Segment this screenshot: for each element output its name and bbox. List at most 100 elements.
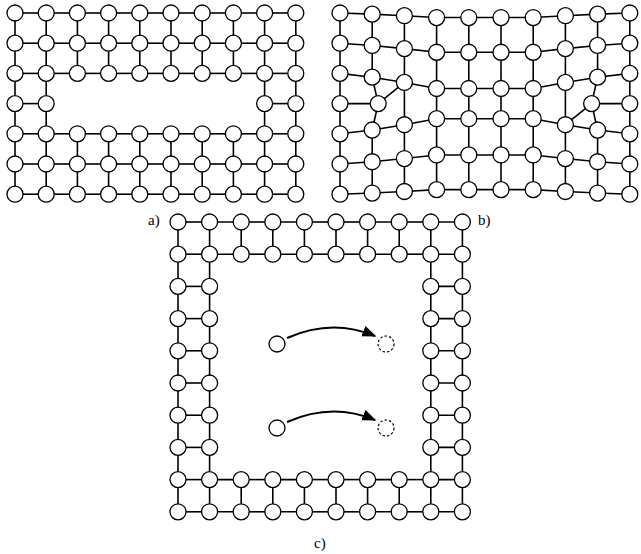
atom-circle [525, 81, 541, 97]
atom-circle [225, 186, 241, 202]
atom-circle [370, 96, 386, 112]
atom-circle [454, 439, 470, 455]
atom-circle [202, 214, 218, 230]
atom-circle [622, 96, 638, 112]
atom-circle [364, 154, 380, 170]
atom-circle [364, 69, 380, 85]
atom-circle [429, 81, 445, 97]
atom-circle [328, 472, 344, 488]
motion-arrow [287, 327, 375, 338]
atom-circle [163, 156, 179, 172]
atom-circle [454, 472, 470, 488]
atom-circle [423, 311, 439, 327]
atom-circle [38, 35, 54, 51]
atom-circle [454, 311, 470, 327]
atom-circle [38, 96, 54, 112]
atom-circle [391, 246, 407, 262]
atom-circle [225, 65, 241, 81]
atom-circle [163, 126, 179, 142]
atom-circle [69, 156, 85, 172]
atom-circle [364, 185, 380, 201]
atom-circle [101, 186, 117, 202]
atom-circle [132, 126, 148, 142]
atom-circle [38, 156, 54, 172]
target-site [378, 336, 394, 352]
atom-circle [265, 472, 281, 488]
atom-circle [163, 35, 179, 51]
atom-circle [493, 81, 509, 97]
atom-circle [423, 375, 439, 391]
atom-circle [461, 111, 477, 127]
panel-label: a) [148, 213, 160, 228]
atom-circle [396, 74, 412, 90]
atom-circle [391, 214, 407, 230]
atom-circle [233, 472, 249, 488]
atom-circle [364, 37, 380, 53]
atom-circle [163, 65, 179, 81]
atom-circle [38, 186, 54, 202]
atom-circle [332, 35, 348, 51]
atom-circle [38, 5, 54, 21]
atom-circle [202, 343, 218, 359]
atom-circle [493, 182, 509, 198]
atom-circle [69, 35, 85, 51]
atom-circle [622, 35, 638, 51]
atom-circle [194, 5, 210, 21]
atom-circle [170, 343, 186, 359]
atom-circle [525, 182, 541, 198]
atom-circle [7, 35, 23, 51]
atom-circle [328, 504, 344, 520]
atom-circle [257, 35, 273, 51]
atom-circle [461, 44, 477, 60]
atom-circle [194, 156, 210, 172]
atom-circle [584, 96, 600, 112]
atom-circle [202, 375, 218, 391]
atom-circle [332, 156, 348, 172]
atom-circle [233, 504, 249, 520]
atom-circle [132, 5, 148, 21]
target-site [378, 420, 394, 436]
atom-circle [257, 96, 273, 112]
atom-circle [622, 156, 638, 172]
atom-circle [590, 69, 606, 85]
atom-circle [69, 126, 85, 142]
atom-circle [525, 44, 541, 60]
atom-circle [225, 5, 241, 21]
atom-circle [225, 156, 241, 172]
atom-circle [590, 154, 606, 170]
atom-circle [557, 117, 573, 133]
atom-circle [288, 126, 304, 142]
atom-circle [101, 5, 117, 21]
atom-circle [225, 126, 241, 142]
atom-circle [423, 504, 439, 520]
atom-circle [557, 151, 573, 167]
atom-circle [257, 126, 273, 142]
atom-circle [332, 186, 348, 202]
atom-circle [360, 246, 376, 262]
atom-circle [461, 81, 477, 97]
atom-circle [296, 246, 312, 262]
atom-circle [170, 214, 186, 230]
moving-atom [269, 336, 285, 352]
atom-circle [296, 214, 312, 230]
atom-circle [288, 5, 304, 21]
atom-circle [288, 35, 304, 51]
atom-circle [257, 186, 273, 202]
atom-circle [622, 65, 638, 81]
atom-circle [423, 214, 439, 230]
atom-circle [265, 214, 281, 230]
atom-circle [233, 246, 249, 262]
relaxed-lattice [332, 5, 638, 202]
atom-circle [170, 504, 186, 520]
atom-circle [170, 472, 186, 488]
atom-circle [38, 65, 54, 81]
atom-circle [429, 10, 445, 26]
atom-circle [360, 472, 376, 488]
atom-circle [557, 74, 573, 90]
atom-circle [7, 65, 23, 81]
atom-circle [202, 311, 218, 327]
atom-circle [163, 186, 179, 202]
atom-circle [429, 44, 445, 60]
atom-circle [7, 186, 23, 202]
atom-circle [332, 96, 348, 112]
